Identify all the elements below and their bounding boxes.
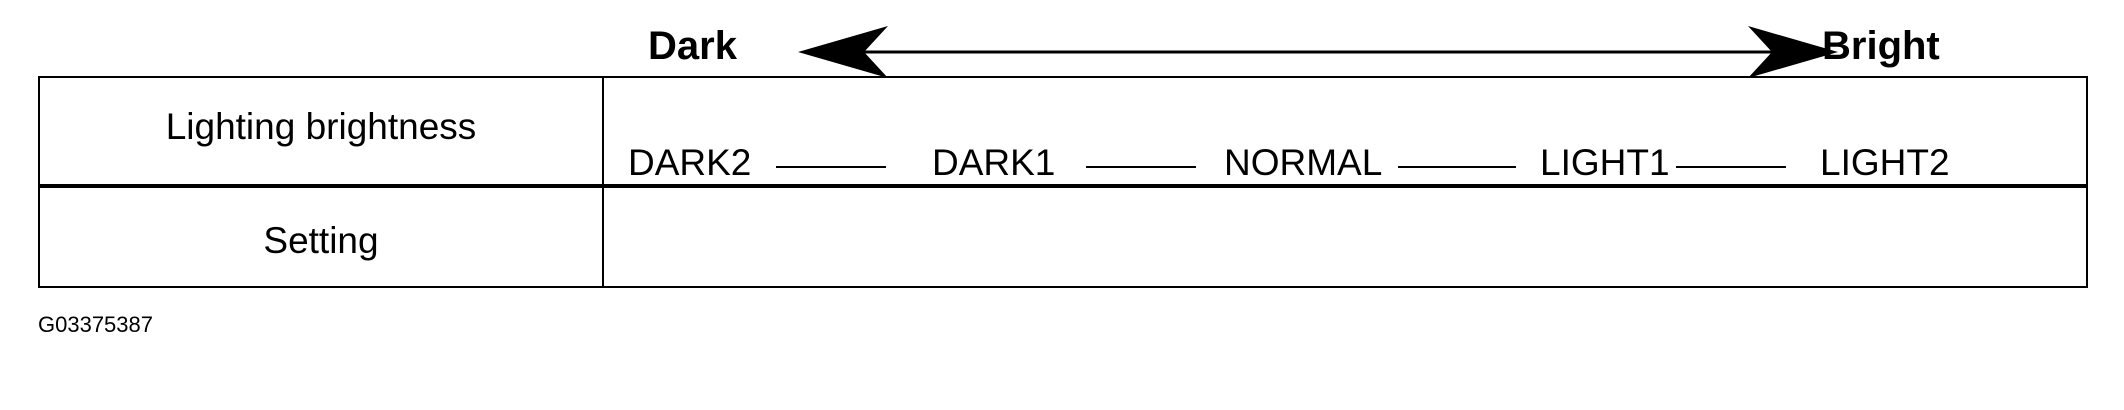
setting-connector (776, 166, 886, 168)
setting-normal: NORMAL (1224, 142, 1383, 183)
scale-label-dark: Dark (648, 24, 737, 68)
setting-connector (1086, 166, 1196, 168)
scale-label-bright: Bright (1822, 24, 1940, 68)
setting-connector (1398, 166, 1516, 168)
double-arrow-icon (798, 26, 1838, 78)
arrow-head-left (798, 26, 888, 78)
row-label-lighting-brightness: Lighting brightness (165, 106, 477, 147)
brightness-table: Lighting brightness Setting (38, 76, 2088, 288)
figure-id: G03375387 (38, 312, 153, 337)
setting-light1: LIGHT1 (1540, 142, 1670, 183)
setting-dark1: DARK1 (932, 142, 1056, 183)
row-divider (40, 184, 2086, 188)
setting-connector (1676, 166, 1786, 168)
arrow-head-right (1748, 26, 1838, 78)
setting-light2: LIGHT2 (1820, 142, 1950, 183)
row-label-setting: Setting (263, 220, 379, 261)
column-divider (602, 78, 604, 286)
setting-dark2: DARK2 (628, 142, 752, 183)
